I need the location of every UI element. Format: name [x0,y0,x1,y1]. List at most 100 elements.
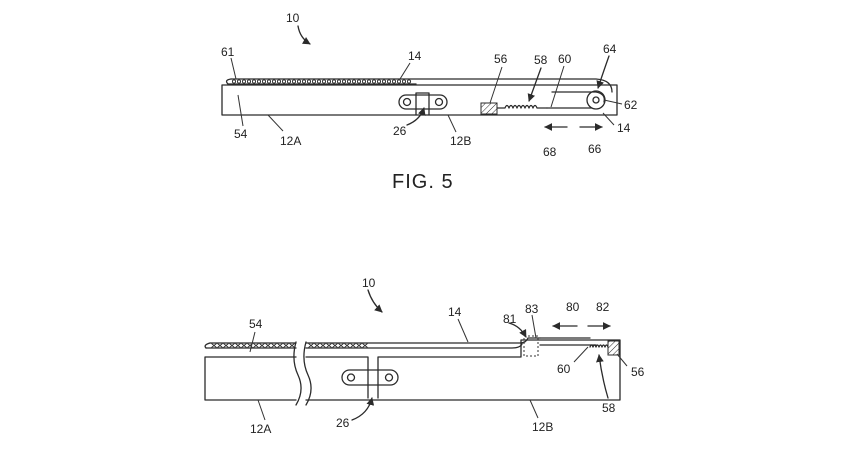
fig6-leader-hinge [351,397,375,421]
fig5-hinge-pin-left [402,97,412,107]
fig6-label-block: 56 [631,365,645,379]
fig6-spring-mark [211,343,217,348]
fig5-spring-dot [391,79,397,84]
fig5-label-hinge: 26 [393,124,407,138]
fig6-spring-mark [241,343,247,348]
fig6-leader-device [367,289,383,313]
fig6-label-housing-left: 12A [250,422,271,436]
fig6-spring-mark [320,343,326,348]
fig6-leader-bend [508,322,527,338]
fig5-label-device: 10 [286,11,300,25]
fig5-flex-edge [225,78,232,85]
fig6-leader-housing-right [529,399,539,419]
fig6-spring-mark [362,343,368,348]
fig5-label-roller: 62 [624,98,638,112]
fig5-spring-dot [331,79,337,84]
fig5-roller-outer [586,90,606,110]
fig5-spring-dot [306,79,312,84]
fig5-spring-dot [316,79,322,84]
fig6-spring-strip-marks [211,343,368,348]
fig6-spring-mark [332,343,338,348]
fig5-spring-dot [291,79,297,84]
fig5-spring-dot [381,79,387,84]
fig5-spring-dot [386,79,392,84]
figure-6: 10 54 14 81 83 80 82 60 56 58 12A 26 12B [204,276,645,436]
fig5-housing-outline [221,84,618,116]
fig5-spring-dot [356,79,362,84]
fig5-spring-dot [301,79,307,84]
fig6-spring [589,344,609,348]
fig5-spring-dot [286,79,292,84]
fig6-label-bend: 81 [503,312,517,326]
fig6-hinge-link [341,369,399,386]
fig5-leader-roller [603,99,623,105]
fig5-label-block: 56 [494,52,508,66]
fig5-label-housing-left: 12A [280,134,301,148]
fig6-spring-mark [350,343,356,348]
fig5-spring-dot [366,79,372,84]
fig5-roller-inner [592,96,600,104]
fig5-label-end: 64 [603,42,617,56]
fig6-hinge-pin-right [384,373,394,382]
fig5-leader-end [596,55,610,89]
fig5-spring-dot [376,79,382,84]
fig5-spring-dot [311,79,317,84]
fig6-leader-spring [596,354,609,399]
fig5-hinge-link [398,94,448,110]
fig5-leader-hinge [406,107,426,126]
fig5-spring-dot [236,79,242,84]
fig5-leader-display [399,62,411,80]
fig5-spring-dot [246,79,252,84]
fig6-spring-mark [217,343,223,348]
fig6-leader-spring-strip [249,331,256,353]
fig5-leader-spring-strip [237,94,244,127]
fig5-label-arrow-out: 66 [588,142,602,156]
fig5-spring-dot [281,79,287,84]
fig5-label-arrow-in: 68 [543,145,557,159]
fig6-spring-mark [308,343,314,348]
fig5-spring-dot [396,79,402,84]
fig6-spring-mark [344,343,350,348]
fig5-leader-spring [527,67,542,102]
fig6-label-segment: 83 [525,302,539,316]
fig6-leader-block [616,353,628,367]
fig5-label-housing-right: 12B [450,134,471,148]
fig6-label-hinge: 26 [336,416,350,430]
fig5-spring-dot [256,79,262,84]
fig5-display-layer [230,78,613,93]
fig5-label-display: 14 [408,49,422,63]
fig5-spring-strip-dots [231,79,412,84]
figure-5: 10 61 14 56 58 60 64 62 14 54 12A 26 12B… [221,11,638,193]
fig6-spring-mark [277,343,283,348]
fig5-spring-dot [336,79,342,84]
fig5-spring-dot [401,79,407,84]
fig5-caption: FIG. 5 [392,171,454,193]
fig5-leader-cable [550,65,565,108]
fig5-spring-dot [296,79,302,84]
fig5-label-cable: 60 [558,52,572,66]
fig6-leader-segment [531,314,537,339]
fig5-leader-block [489,66,503,104]
fig6-label-display: 14 [448,305,462,319]
fig5-leader-flex-edge [230,57,237,80]
fig6-block [607,340,620,356]
fig5-leader-housing-right [447,114,457,133]
fig6-spring-mark [283,343,289,348]
fig6-housing-left [204,356,297,401]
fig6-leader-display [457,318,469,343]
fig5-spring-dot [251,79,257,84]
fig6-bend-region [523,335,539,357]
fig6-label-arrow-left: 80 [566,300,580,314]
fig6-label-spring: 58 [602,401,616,415]
fig6-break-mark-left [293,341,302,406]
fig6-label-housing-right: 12B [532,420,553,434]
fig6-spring-mark [326,343,332,348]
fig6-display-left-edge [204,342,211,349]
fig5-block [480,102,498,115]
fig5-leader-device [297,25,311,45]
fig6-spring-mark [289,343,295,348]
fig5-label-flex-edge: 61 [221,45,235,59]
fig6-label-device: 10 [362,276,376,290]
fig5-leader-housing-left [267,114,284,132]
